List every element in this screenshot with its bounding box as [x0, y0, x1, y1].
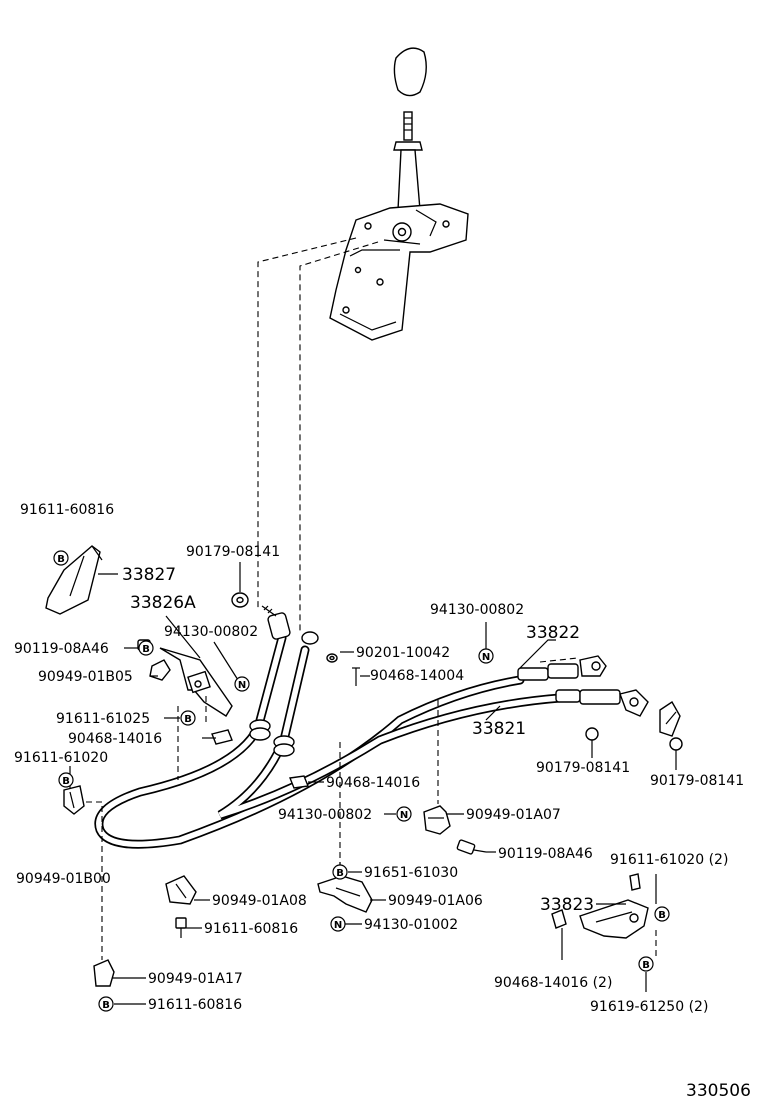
diagram-id: 330506: [686, 1081, 751, 1101]
label-94130-00802-b: 94130-00802: [430, 602, 524, 618]
label-90949-01a06: 90949-01A06: [388, 893, 483, 909]
leader-lever-to-cable-33821: [299, 241, 379, 632]
bolt-badge: B: [654, 906, 670, 922]
nut-badge: N: [330, 916, 346, 932]
svg-text:B: B: [142, 644, 150, 655]
svg-text:B: B: [336, 868, 344, 879]
label-90468-14016-b: 90468-14016: [326, 775, 420, 791]
bolt-badge: B: [58, 772, 74, 788]
bolt-badge: B: [180, 710, 196, 726]
shift-knob: [393, 47, 427, 97]
bracket-90949-01a06: [317, 875, 373, 913]
bracket-33826a: [159, 647, 233, 717]
label-90119-08a46-a: 90119-08A46: [14, 641, 109, 657]
label-91611-60816-top: 91611-60816: [20, 502, 114, 518]
washer-90201-10042: [326, 653, 338, 663]
nut-90179-08141-b: [585, 727, 599, 741]
leader-clip-b00: [86, 801, 103, 960]
label-33826a: 33826A: [130, 593, 196, 613]
svg-text:B: B: [57, 554, 65, 565]
nut-90179-08141-c: [669, 737, 683, 751]
clip-90949-01a07: [423, 805, 451, 835]
clevis-right: [659, 701, 681, 737]
bolt-badge: B: [98, 996, 114, 1012]
label-33827: 33827: [122, 565, 176, 585]
svg-text:B: B: [102, 1000, 110, 1011]
nut-badge: N: [478, 648, 494, 664]
label-90201-10042: 90201-10042: [356, 645, 450, 661]
leader-lever-to-cable-33826a: [257, 237, 357, 608]
clip-90468-14016-a: [211, 729, 233, 745]
cable-grommet-b: [273, 735, 295, 757]
svg-text:B: B: [642, 960, 650, 971]
clip-90949-01b05: [149, 659, 171, 681]
svg-text:N: N: [482, 652, 490, 663]
label-90949-01a07: 90949-01A07: [466, 807, 561, 823]
bolt-badge: B: [138, 640, 154, 656]
label-33821: 33821: [472, 719, 526, 739]
label-90468-14016-a: 90468-14016: [68, 731, 162, 747]
cable-33822: [94, 633, 525, 849]
pin-90468-14004: [352, 667, 360, 686]
leader-lines: [69, 562, 677, 1005]
nut-badge: N: [234, 676, 250, 692]
clip-90949-01a08: [165, 875, 197, 905]
label-33823: 33823: [540, 895, 594, 915]
svg-text:N: N: [400, 810, 408, 821]
svg-text:N: N: [334, 920, 342, 931]
nut-90179-08141-a: [231, 592, 249, 608]
bracket-33823: [579, 873, 649, 939]
label-90949-01b00: 90949-01B00: [16, 871, 111, 887]
bolt-91611-60816-b: [175, 917, 187, 938]
label-91651-61030: 91651-61030: [364, 865, 458, 881]
cable-end-33822-lever: [261, 605, 291, 640]
bolt-badge: B: [638, 956, 654, 972]
clip-90468-14016-2: [551, 909, 567, 929]
clip-90949-01a17: [93, 959, 115, 987]
label-90179-08141-b: 90179-08141: [536, 760, 630, 776]
label-90179-08141-a: 90179-08141: [186, 544, 280, 560]
label-91611-60816-c: 91611-60816: [148, 997, 242, 1013]
label-90468-14004: 90468-14004: [370, 668, 464, 684]
label-90179-08141-c: 90179-08141: [650, 773, 744, 789]
label-91611-61020-2: 91611-61020 (2): [610, 852, 728, 868]
cable-33821: [217, 645, 565, 820]
label-33822: 33822: [526, 623, 580, 643]
shift-lever-rod: [393, 111, 423, 211]
label-91619-61250-2: 91619-61250 (2): [590, 999, 708, 1015]
clip-90949-01b00: [63, 785, 85, 815]
label-94130-00802-c: 94130-00802: [278, 807, 372, 823]
svg-text:B: B: [184, 714, 192, 725]
label-91611-61020-a: 91611-61020: [14, 750, 108, 766]
shift-lever-housing: [329, 203, 469, 341]
label-91611-60816-b: 91611-60816: [204, 921, 298, 937]
label-91611-61025: 91611-61025: [56, 711, 150, 727]
label-90119-08a46-b: 90119-08A46: [498, 846, 593, 862]
cable-end-33821-trans: [555, 689, 649, 717]
label-90949-01a08: 90949-01A08: [212, 893, 307, 909]
bolt-90119-08a46-b: [456, 839, 487, 855]
label-90949-01b05: 90949-01B05: [38, 669, 133, 685]
nut-badge: N: [396, 806, 412, 822]
bracket-33827: [45, 545, 103, 615]
svg-text:N: N: [238, 680, 246, 691]
cable-end-33822-trans: [517, 655, 607, 681]
label-94130-00802-a: 94130-00802: [164, 624, 258, 640]
label-90468-14016-2: 90468-14016 (2): [494, 975, 612, 991]
svg-text:B: B: [658, 910, 666, 921]
bolt-badge: B: [332, 864, 348, 880]
clip-90468-14016-b: [289, 775, 309, 789]
label-94130-01002: 94130-01002: [364, 917, 458, 933]
cable-end-33821-lever: [301, 631, 319, 645]
svg-text:B: B: [62, 776, 70, 787]
bolt-badge: B: [53, 550, 69, 566]
cable-grommet-a: [249, 719, 271, 741]
label-90949-01a17: 90949-01A17: [148, 971, 243, 987]
